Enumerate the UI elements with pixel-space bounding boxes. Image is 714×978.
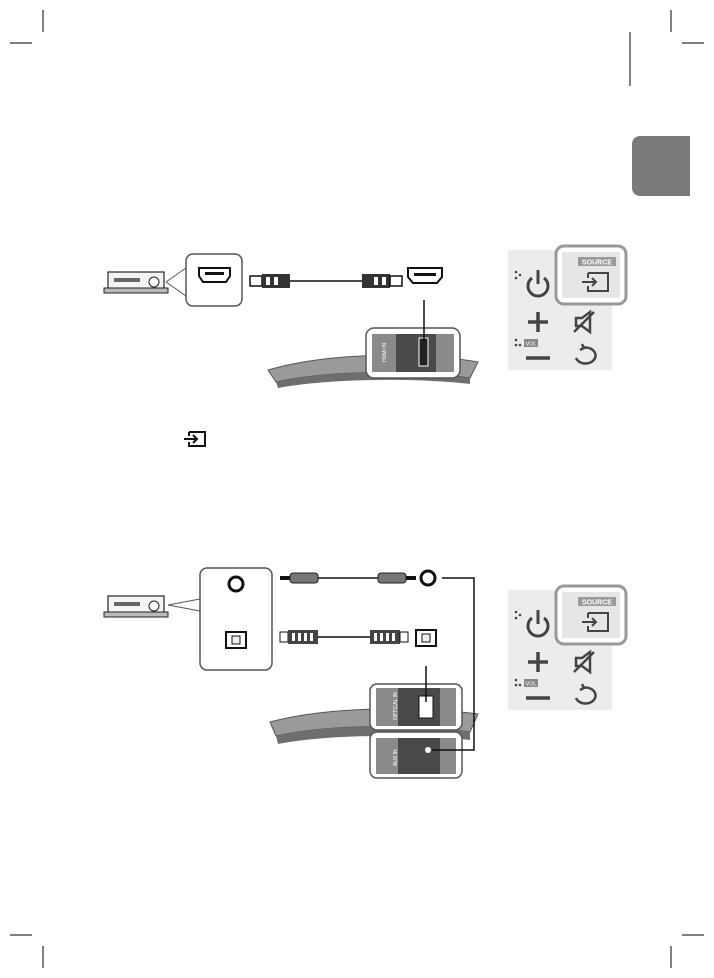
optical-in-port-label: OPTICAL IN xyxy=(393,692,399,720)
remote-control-panel: SOURCE VOL xyxy=(496,580,636,720)
optical-cable-icon xyxy=(280,630,408,644)
aux-cable-icon xyxy=(280,571,435,585)
hdmi-port-icon xyxy=(408,268,442,283)
optical-port-icon xyxy=(226,632,246,648)
source-input-icon xyxy=(183,430,207,448)
aux-jack-icon xyxy=(229,577,243,591)
bd-player-icon xyxy=(104,596,168,617)
source-button-label: SOURCE xyxy=(582,600,612,607)
optical-port-icon xyxy=(416,630,436,646)
vol-label: VOL xyxy=(525,342,536,348)
vol-label: VOL xyxy=(525,682,536,688)
hdmi-port-icon xyxy=(199,268,230,282)
remote-control-panel: SOURCE VOL xyxy=(496,240,636,380)
aux-in-port-label: AUX IN xyxy=(393,749,399,766)
bd-player-icon xyxy=(104,272,168,293)
hdmi-in-port-label: HDMI IN xyxy=(382,342,388,362)
hdmi-cable-icon xyxy=(250,274,402,288)
source-button-label: SOURCE xyxy=(582,260,612,267)
